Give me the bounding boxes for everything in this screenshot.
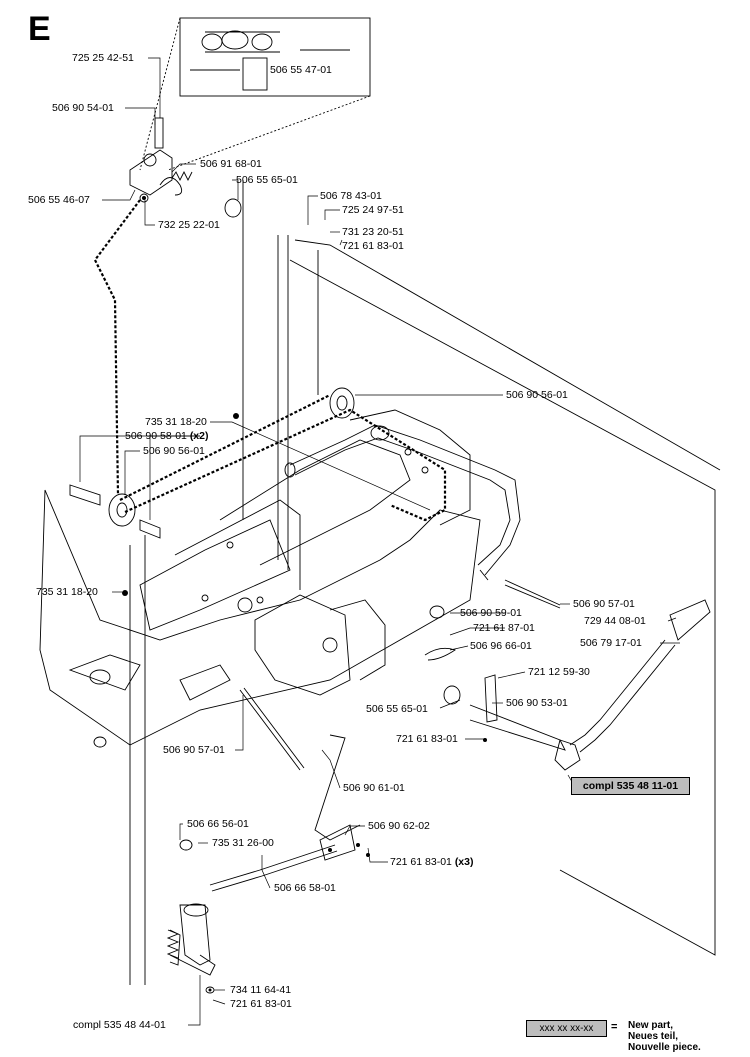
part-label: 734 11 64-41 — [230, 984, 292, 996]
part-label: 735 31 26-00 — [212, 837, 274, 849]
main-frame — [39, 409, 481, 746]
part-label: 506 90 56-01 — [143, 445, 205, 457]
chain-left-run — [93, 199, 141, 496]
upper-bushing — [224, 198, 242, 218]
spacer-bushings — [69, 484, 161, 539]
detail-inset-chain — [190, 30, 350, 91]
part-label: 721 61 83-01 — [396, 733, 458, 745]
part-label: 506 90 62-02 — [368, 820, 430, 832]
leader-lines — [79, 57, 680, 1026]
part-label: 506 55 65-01 — [236, 174, 298, 186]
part-label: 729 44 08-01 — [584, 615, 646, 627]
detail-inset-frame — [179, 17, 371, 97]
lower-lever-assembly — [169, 839, 338, 976]
part-label: 506 90 58-01 (x2) — [125, 430, 209, 442]
chain-main-loop — [119, 394, 447, 522]
legend-line-fr: Nouvelle piece. — [628, 1042, 701, 1053]
part-label: 506 91 68-01 — [200, 158, 262, 170]
part-label: 506 90 54-01 — [52, 102, 114, 114]
part-label: 506 90 57-01 — [163, 744, 225, 756]
part-label: 721 12 59-30 — [528, 666, 590, 678]
tension-spring — [171, 170, 193, 182]
quantity-note: (x3) — [454, 856, 474, 868]
part-label: 506 55 65-01 — [366, 703, 428, 715]
legend-line-de: Neues teil, — [628, 1031, 679, 1042]
part-label: 735 31 18-20 — [145, 416, 207, 428]
seat-handle-bar — [284, 424, 521, 581]
frame-foot — [93, 736, 107, 748]
part-label: 735 31 18-20 — [36, 586, 98, 598]
rod-lower — [239, 687, 305, 771]
link-rod — [314, 734, 361, 861]
part-label: 721 61 87-01 — [473, 622, 535, 634]
part-label: 506 66 56-01 — [187, 818, 249, 830]
part-label: 725 25 42-51 — [72, 52, 134, 64]
upper-pulley — [329, 387, 355, 419]
assembly-label: compl 535 48 44-01 — [73, 1019, 166, 1031]
lever-spring — [166, 929, 180, 959]
part-label: 721 61 83-01 — [342, 240, 404, 252]
legend-text: New part, Neues teil, Nouvelle piece. — [628, 1020, 701, 1053]
part-label: 506 66 58-01 — [274, 882, 336, 894]
part-label: 506 90 61-01 — [343, 782, 405, 794]
part-number: 721 61 83-01 — [390, 856, 452, 868]
new-part-assembly-label: compl 535 48 11-01 — [571, 777, 690, 795]
part-label: 506 78 43-01 — [320, 190, 382, 202]
frame-outline-box — [289, 259, 716, 956]
legend-line-en: New part, — [628, 1020, 674, 1031]
part-label: 506 96 66-01 — [470, 640, 532, 652]
part-label: 732 25 22-01 — [158, 219, 220, 231]
part-label: 506 90 57-01 — [573, 598, 635, 610]
quantity-note: (x2) — [189, 430, 209, 442]
part-label: 506 90 56-01 — [506, 389, 568, 401]
frame-outline-lines — [129, 180, 319, 985]
part-label: 506 55 46-07 — [28, 194, 90, 206]
part-label: 721 61 83-01 — [230, 998, 292, 1010]
pin-rod-right — [504, 579, 561, 609]
section-letter: E — [28, 10, 51, 48]
part-label: 725 24 97-51 — [342, 204, 404, 216]
frame-outline-box-b — [294, 239, 721, 471]
pin-clip — [424, 647, 457, 661]
part-label: 506 55 47-01 — [270, 64, 332, 76]
lever-bushing — [429, 605, 461, 705]
part-label: 506 90 53-01 — [506, 697, 568, 709]
part-label: 506 90 59-01 — [460, 607, 522, 619]
legend-equals: = — [611, 1021, 618, 1033]
legend-sample-box: xxx xx xx-xx — [526, 1020, 607, 1037]
part-label: 506 79 17-01 — [580, 637, 642, 649]
part-number: 506 90 58-01 — [125, 430, 187, 442]
control-lever — [469, 599, 711, 771]
lower-pulley — [108, 493, 136, 527]
inset-leader-dashed — [139, 17, 371, 171]
part-label: 721 61 83-01 (x3) — [390, 856, 474, 868]
chain-tensioner-bracket — [129, 117, 183, 203]
part-label: 731 23 20-51 — [342, 226, 404, 238]
plate-bracket-small — [484, 674, 498, 723]
